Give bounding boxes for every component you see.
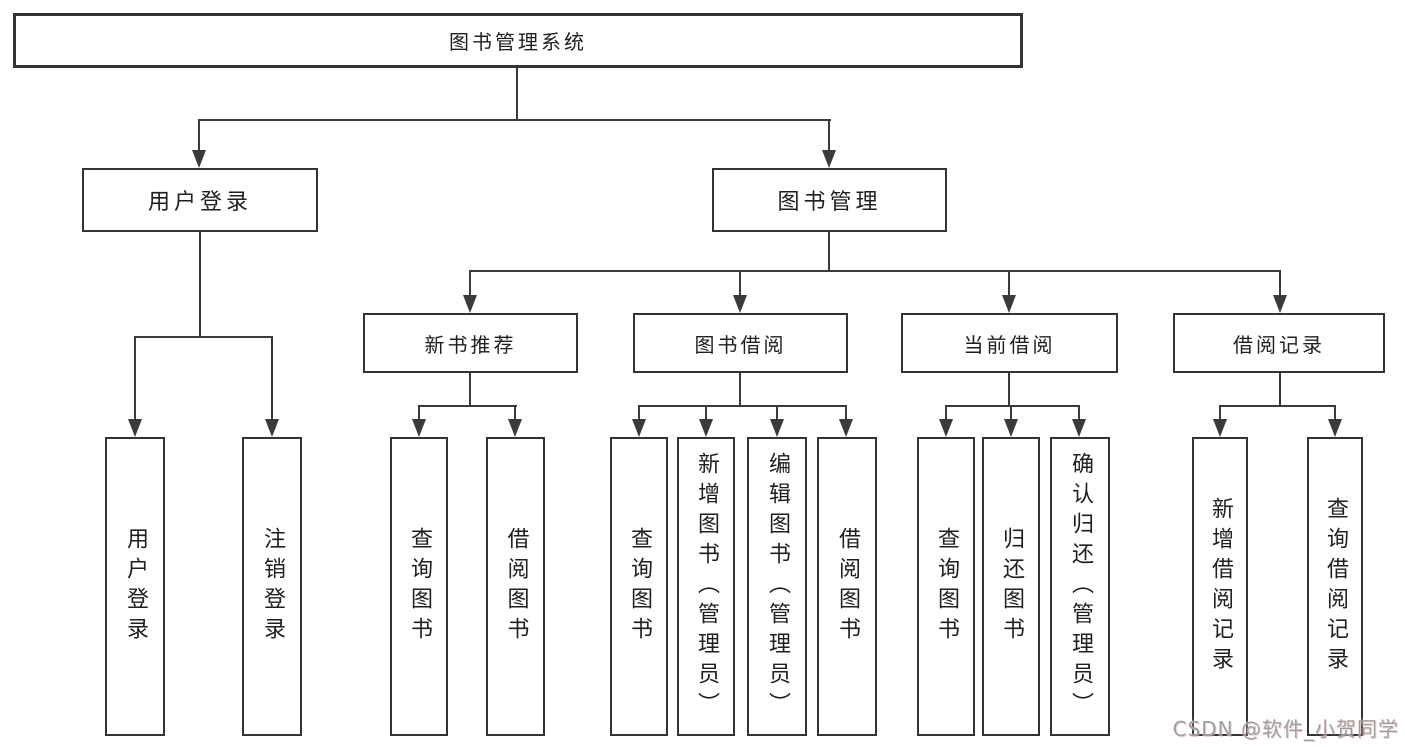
leaf-confirm-return-admin: 确认归还（管理员） bbox=[1050, 437, 1110, 736]
connector-line bbox=[1219, 405, 1221, 420]
arrow-down-icon bbox=[1213, 419, 1227, 437]
connector-line bbox=[1008, 270, 1010, 296]
connector-line bbox=[638, 405, 640, 420]
leaf-add-books-admin-label: 新增图书（管理员） bbox=[694, 451, 719, 722]
arrow-down-icon bbox=[770, 419, 784, 437]
leaf-confirm-return-admin-label: 确认归还（管理员） bbox=[1068, 451, 1093, 722]
connector-line bbox=[705, 405, 707, 420]
connector-line bbox=[469, 373, 471, 407]
connector-line bbox=[271, 336, 273, 420]
arrow-down-icon bbox=[1328, 419, 1342, 437]
connector-line bbox=[134, 336, 273, 338]
leaf-add-books-admin: 新增图书（管理员） bbox=[677, 437, 735, 736]
connector-line bbox=[776, 405, 778, 420]
connector-line bbox=[828, 119, 830, 152]
leaf-user-login-label: 用户登录 bbox=[123, 526, 148, 647]
arrow-down-icon bbox=[128, 419, 142, 437]
leaf-borrow-books-2-label: 借阅图书 bbox=[835, 526, 860, 647]
connector-line bbox=[469, 270, 471, 296]
connector-line bbox=[1010, 405, 1012, 420]
leaf-add-borrow-record: 新增借阅记录 bbox=[1192, 437, 1248, 736]
arrow-down-icon bbox=[265, 419, 279, 437]
leaf-user-login: 用户登录 bbox=[105, 437, 165, 736]
leaf-return-books: 归还图书 bbox=[982, 437, 1040, 736]
arrow-down-icon bbox=[463, 295, 477, 313]
leaf-return-books-label: 归还图书 bbox=[999, 526, 1024, 647]
connector-line bbox=[198, 119, 200, 152]
leaf-borrow-books-1-label: 借阅图书 bbox=[503, 526, 529, 647]
leaf-logout: 注销登录 bbox=[242, 437, 302, 736]
arrow-down-icon bbox=[1273, 295, 1287, 313]
connector-line bbox=[638, 405, 847, 407]
leaf-query-books-1-label: 查询图书 bbox=[407, 526, 432, 647]
connector-line bbox=[134, 336, 136, 420]
leaf-borrow-books-1: 借阅图书 bbox=[486, 437, 545, 736]
arrow-down-icon bbox=[839, 419, 853, 437]
arrow-down-icon bbox=[1072, 419, 1086, 437]
leaf-query-books-3-label: 查询图书 bbox=[934, 526, 959, 647]
connector-line bbox=[739, 373, 741, 407]
leaf-query-books-2-label: 查询图书 bbox=[627, 526, 652, 647]
connector-line bbox=[516, 68, 518, 121]
connector-line bbox=[418, 405, 517, 407]
arrow-down-icon bbox=[508, 419, 522, 437]
arrow-down-icon bbox=[733, 295, 747, 313]
node-book-borrowing: 图书借阅 bbox=[633, 313, 848, 373]
leaf-borrow-books-2: 借阅图书 bbox=[817, 437, 877, 736]
arrow-down-icon bbox=[192, 150, 206, 168]
arrow-down-icon bbox=[699, 419, 713, 437]
leaf-query-borrow-record-label: 查询借阅记录 bbox=[1323, 496, 1348, 677]
connector-line bbox=[1334, 405, 1336, 420]
connector-line bbox=[739, 270, 741, 296]
leaf-edit-books-admin: 编辑图书（管理员） bbox=[747, 437, 807, 736]
arrow-down-icon bbox=[822, 150, 836, 168]
leaf-query-books-1: 查询图书 bbox=[390, 437, 448, 736]
connector-line bbox=[828, 232, 830, 272]
connector-line bbox=[199, 232, 201, 337]
connector-line bbox=[945, 405, 1080, 407]
leaf-query-books-2: 查询图书 bbox=[610, 437, 668, 736]
node-library-management-system: 图书管理系统 bbox=[13, 13, 1023, 68]
leaf-query-borrow-record: 查询借阅记录 bbox=[1307, 437, 1363, 736]
arrow-down-icon bbox=[632, 419, 646, 437]
arrow-down-icon bbox=[412, 419, 426, 437]
connector-line bbox=[1008, 373, 1010, 407]
arrow-down-icon bbox=[939, 419, 953, 437]
leaf-add-borrow-record-label: 新增借阅记录 bbox=[1208, 496, 1233, 677]
connector-line bbox=[1219, 405, 1336, 407]
connector-line bbox=[469, 270, 1281, 272]
leaf-query-books-3: 查询图书 bbox=[917, 437, 975, 736]
connector-line bbox=[845, 405, 847, 420]
connector-line bbox=[418, 405, 420, 420]
csdn-watermark: CSDN @软件_小贺同学 bbox=[1172, 717, 1399, 741]
connector-line bbox=[945, 405, 947, 420]
connector-line bbox=[514, 405, 516, 420]
node-borrowing-records: 借阅记录 bbox=[1173, 313, 1385, 373]
connector-line bbox=[1279, 373, 1281, 407]
connector-line bbox=[1078, 405, 1080, 420]
arrow-down-icon bbox=[1002, 295, 1016, 313]
leaf-edit-books-admin-label: 编辑图书（管理员） bbox=[765, 451, 790, 722]
node-book-management-branch: 图书管理 bbox=[712, 168, 947, 232]
node-current-borrowing: 当前借阅 bbox=[901, 313, 1118, 373]
arrow-down-icon bbox=[1004, 419, 1018, 437]
leaf-logout-label: 注销登录 bbox=[260, 526, 285, 647]
connector-line bbox=[198, 119, 831, 121]
node-user-login-branch: 用户登录 bbox=[82, 168, 318, 232]
node-new-book-recommendation: 新书推荐 bbox=[363, 313, 578, 373]
connector-line bbox=[1279, 270, 1281, 296]
